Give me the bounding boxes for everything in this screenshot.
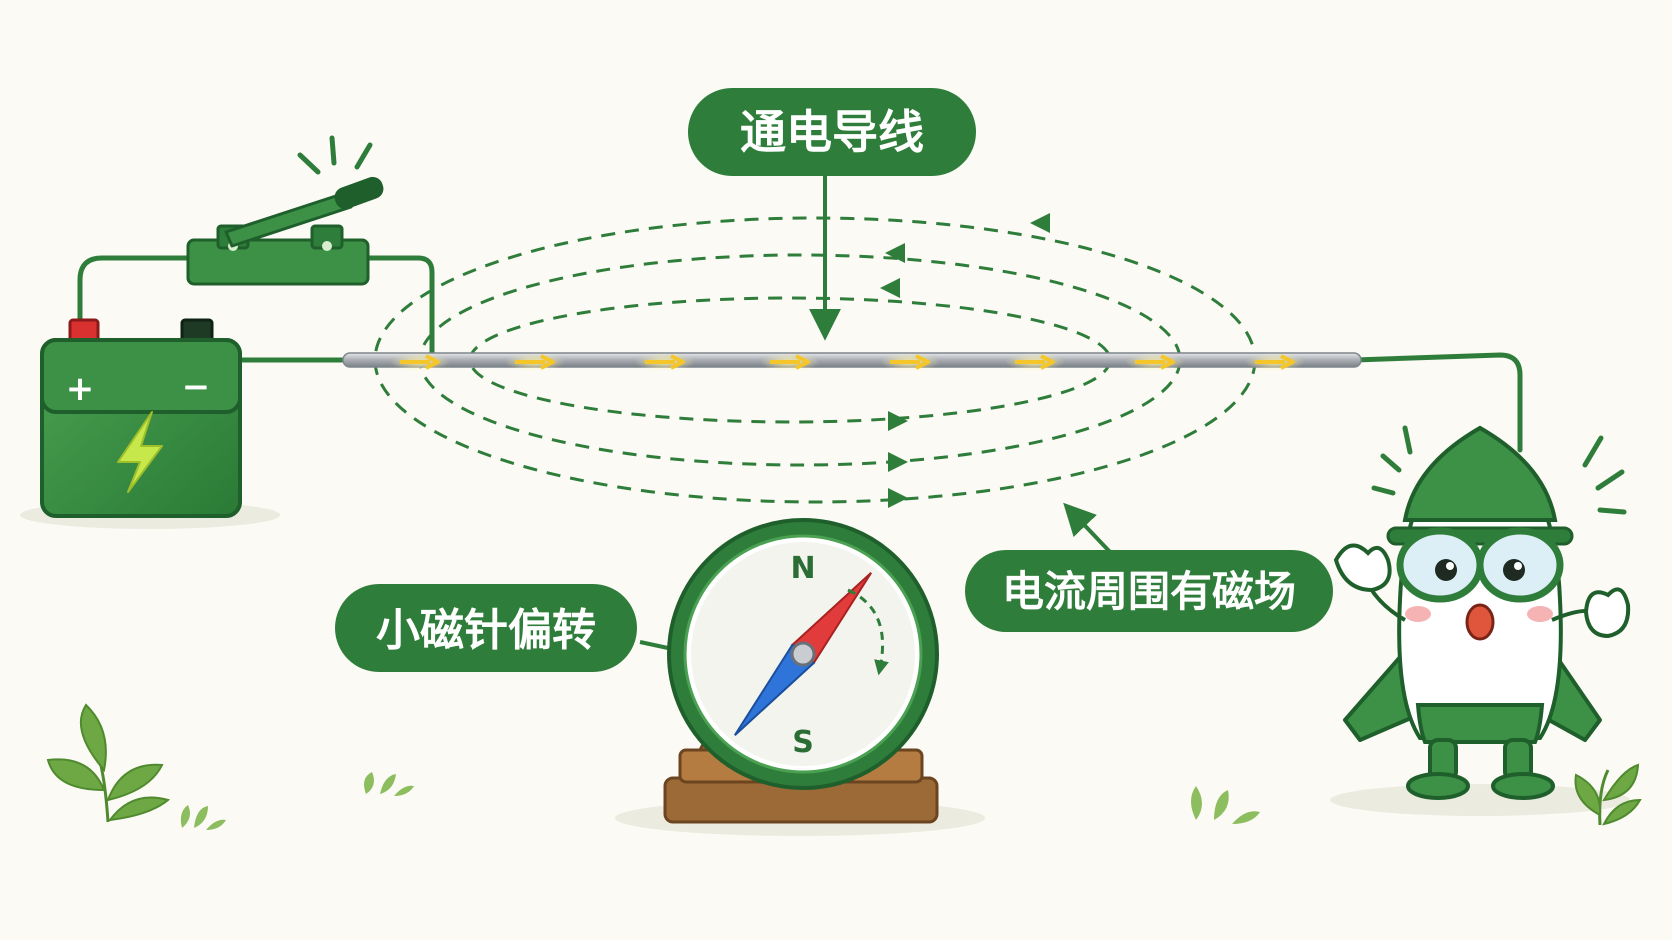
needle-label-text: 小磁针偏转 <box>376 605 596 656</box>
current-arrow <box>635 353 695 371</box>
mascot-mouth <box>1465 603 1495 641</box>
current-arrow <box>880 353 940 371</box>
field-label-pointer <box>1063 502 1112 554</box>
current-carrying-wire <box>342 352 1362 368</box>
current-arrow <box>1245 353 1305 371</box>
field-arrow-bottom-middle <box>888 452 908 472</box>
field-arrow-top-inner <box>880 278 900 298</box>
grass-tuft <box>180 805 226 830</box>
compass-south-label: S <box>792 725 814 760</box>
current-arrow <box>760 353 820 371</box>
plant-right <box>1574 763 1642 826</box>
compass: N S <box>663 518 939 824</box>
lightning-bolt-icon <box>117 411 163 493</box>
current-arrow <box>390 353 450 371</box>
current-arrow <box>505 353 565 371</box>
surprised-rocket-mascot <box>1333 425 1631 800</box>
deflection-arrow <box>847 588 889 676</box>
mascot-shadow <box>1330 784 1630 816</box>
plant-left <box>46 703 171 823</box>
field-arrow-top-outer <box>1030 213 1050 233</box>
current-flow-arrows <box>390 353 1305 371</box>
circuit-wires <box>77 255 1523 453</box>
field-label-text: 电流周围有磁场 <box>1002 567 1296 616</box>
current-arrow <box>1125 353 1185 371</box>
field-direction-arrows <box>880 213 1050 508</box>
knife-switch <box>186 135 384 286</box>
switch-spark-icon <box>297 135 373 175</box>
surprise-lines-icon <box>1371 425 1627 515</box>
wire-label-text: 通电导线 <box>740 105 924 159</box>
needle-label: 小磁针偏转 <box>335 584 751 675</box>
grass-tuft <box>364 772 414 796</box>
wire-label: 通电导线 <box>688 88 976 341</box>
field-arrow-bottom-outer <box>888 488 908 508</box>
field-arrow-bottom-inner <box>888 411 908 431</box>
battery-minus-sign: − <box>182 367 211 407</box>
battery: + − <box>40 318 242 518</box>
compass-north-label: N <box>790 551 815 586</box>
battery-plus-sign: + <box>66 369 95 409</box>
field-arrow-top-middle <box>885 243 905 263</box>
current-arrow <box>1005 353 1065 371</box>
field-label: 电流周围有磁场 <box>965 502 1333 632</box>
grass-tuft <box>1191 786 1260 824</box>
